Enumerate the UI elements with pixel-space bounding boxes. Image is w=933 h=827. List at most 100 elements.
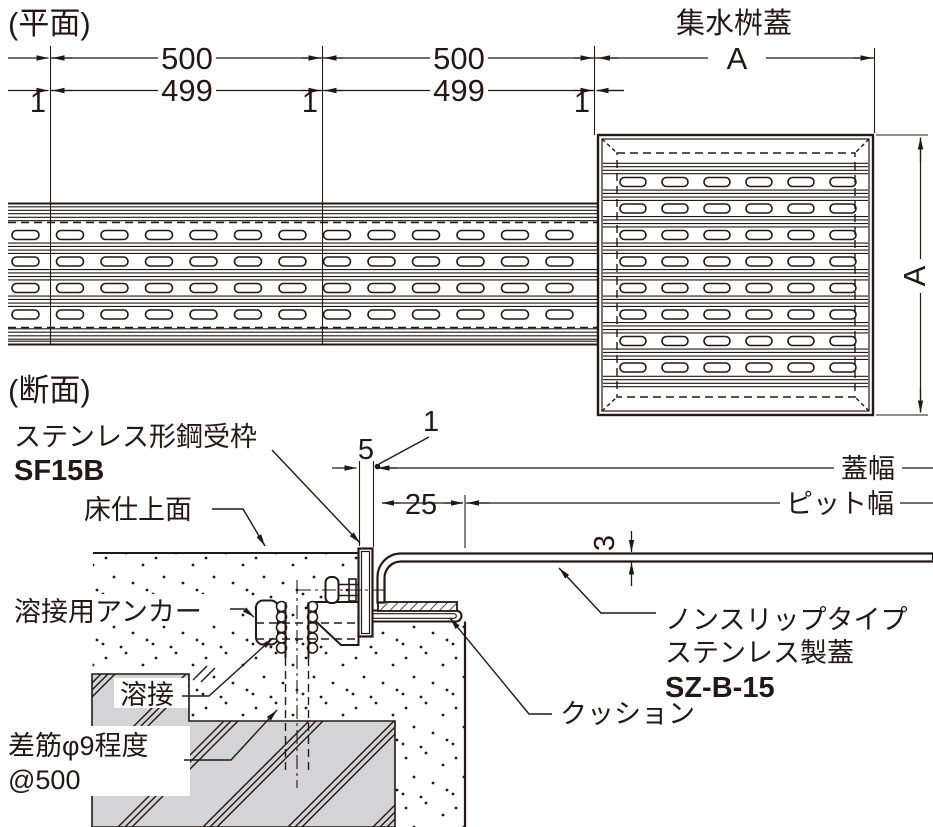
dim-cover-width: A bbox=[727, 41, 748, 76]
slot-hole bbox=[456, 282, 485, 294]
cover-type-line1: ノンスリップタイプ bbox=[665, 605, 907, 635]
slot-hole bbox=[278, 282, 307, 294]
slot-hole bbox=[55, 229, 85, 241]
slot-hole bbox=[787, 335, 815, 347]
slot-hole bbox=[829, 309, 857, 320]
slot-hole bbox=[144, 309, 174, 320]
dim-gap-1: 1 bbox=[30, 87, 46, 119]
slot-hole bbox=[703, 309, 731, 320]
plan-dimensions bbox=[8, 48, 928, 416]
slot-hole bbox=[500, 282, 530, 294]
slot-hole bbox=[11, 282, 40, 294]
catch-basin-cover-label: 集水桝蓋 bbox=[676, 7, 792, 40]
slot-hole bbox=[661, 335, 689, 347]
slot-hole bbox=[703, 203, 731, 214]
dim-pitch-1: 500 bbox=[161, 41, 213, 76]
slot-hole bbox=[144, 256, 174, 267]
slot-hole bbox=[745, 335, 773, 347]
slot-hole bbox=[703, 229, 731, 241]
slot-hole bbox=[189, 256, 218, 267]
slot-hole bbox=[233, 309, 263, 320]
weld-leader bbox=[182, 637, 274, 697]
welding-anchor bbox=[255, 580, 360, 788]
section-dimensions bbox=[332, 436, 933, 586]
slot-hole bbox=[233, 229, 263, 241]
slot-hole bbox=[619, 282, 647, 294]
slot-hole bbox=[787, 256, 815, 267]
frame-label: ステンレス形鋼受枠 bbox=[14, 422, 257, 452]
slot-hole bbox=[703, 335, 731, 347]
slot-hole bbox=[11, 309, 40, 320]
slot-hole bbox=[233, 282, 263, 294]
dowel-leader bbox=[184, 709, 278, 761]
slot-hole bbox=[144, 229, 174, 241]
slot-hole bbox=[703, 362, 731, 373]
slot-hole bbox=[661, 362, 689, 373]
frame-model: SF15B bbox=[14, 455, 104, 487]
weld-label: 溶接 bbox=[120, 680, 174, 710]
slot-hole bbox=[745, 176, 773, 188]
slot-hole bbox=[100, 256, 129, 267]
slot-hole bbox=[787, 309, 815, 320]
slot-hole bbox=[55, 256, 85, 267]
slot-hole bbox=[661, 176, 689, 188]
slot-hole bbox=[456, 256, 485, 267]
pit-cover-channel bbox=[8, 46, 598, 346]
slot-hole bbox=[619, 176, 647, 188]
cover-slot-holes bbox=[619, 176, 857, 373]
slot-hole bbox=[661, 309, 689, 320]
dim-plate-thickness: 3 bbox=[589, 535, 621, 551]
slot-hole bbox=[619, 229, 647, 241]
hatch-line bbox=[281, 674, 395, 827]
slot-hole bbox=[278, 309, 307, 320]
hatch-line bbox=[274, 674, 395, 827]
channel-slot-holes bbox=[11, 229, 574, 320]
slot-hole bbox=[456, 229, 485, 241]
slot-hole bbox=[661, 256, 689, 267]
cover-rib-lines bbox=[603, 162, 868, 388]
slot-hole bbox=[233, 256, 263, 267]
cushion-label: クッション bbox=[560, 699, 695, 729]
slot-hole bbox=[411, 229, 441, 241]
floor-label: 床仕上面 bbox=[84, 495, 192, 525]
dim-bearing: 25 bbox=[405, 489, 437, 521]
slot-hole bbox=[619, 335, 647, 347]
slot-hole bbox=[829, 335, 857, 347]
slot-hole bbox=[619, 256, 647, 267]
slot-hole bbox=[367, 256, 396, 267]
plan-view: (平面) 集水桝蓋 500 500 A 499 499 1 1 1 A bbox=[8, 6, 932, 417]
slot-hole bbox=[545, 309, 574, 320]
slot-hole bbox=[55, 309, 85, 320]
slot-hole bbox=[278, 229, 307, 241]
slot-hole bbox=[661, 203, 689, 214]
slot-hole bbox=[500, 229, 530, 241]
slot-hole bbox=[787, 362, 815, 373]
catch-basin-cover bbox=[596, 133, 875, 417]
slot-hole bbox=[411, 282, 441, 294]
cover-model: SZ-B-15 bbox=[665, 672, 775, 704]
slot-hole bbox=[500, 309, 530, 320]
dim-panel-1: 499 bbox=[161, 73, 213, 108]
frame-vertical-plate bbox=[357, 547, 374, 638]
slot-hole bbox=[322, 229, 352, 241]
hatch-line bbox=[288, 674, 395, 827]
frame-ledge bbox=[371, 609, 463, 623]
cushion-strip bbox=[377, 601, 458, 612]
slot-hole bbox=[322, 282, 352, 294]
slot-hole bbox=[545, 256, 574, 267]
slot-hole bbox=[661, 282, 689, 294]
slot-hole bbox=[745, 203, 773, 214]
slot-hole bbox=[703, 176, 731, 188]
slot-hole bbox=[367, 282, 396, 294]
slot-hole bbox=[745, 256, 773, 267]
slot-hole bbox=[189, 309, 218, 320]
slot-hole bbox=[787, 203, 815, 214]
slot-hole bbox=[144, 282, 174, 294]
slot-hole bbox=[189, 282, 218, 294]
slot-hole bbox=[411, 309, 441, 320]
dim-gap-3: 1 bbox=[574, 87, 590, 119]
slot-hole bbox=[411, 256, 441, 267]
slot-hole bbox=[703, 282, 731, 294]
anchor-leader bbox=[230, 607, 255, 618]
